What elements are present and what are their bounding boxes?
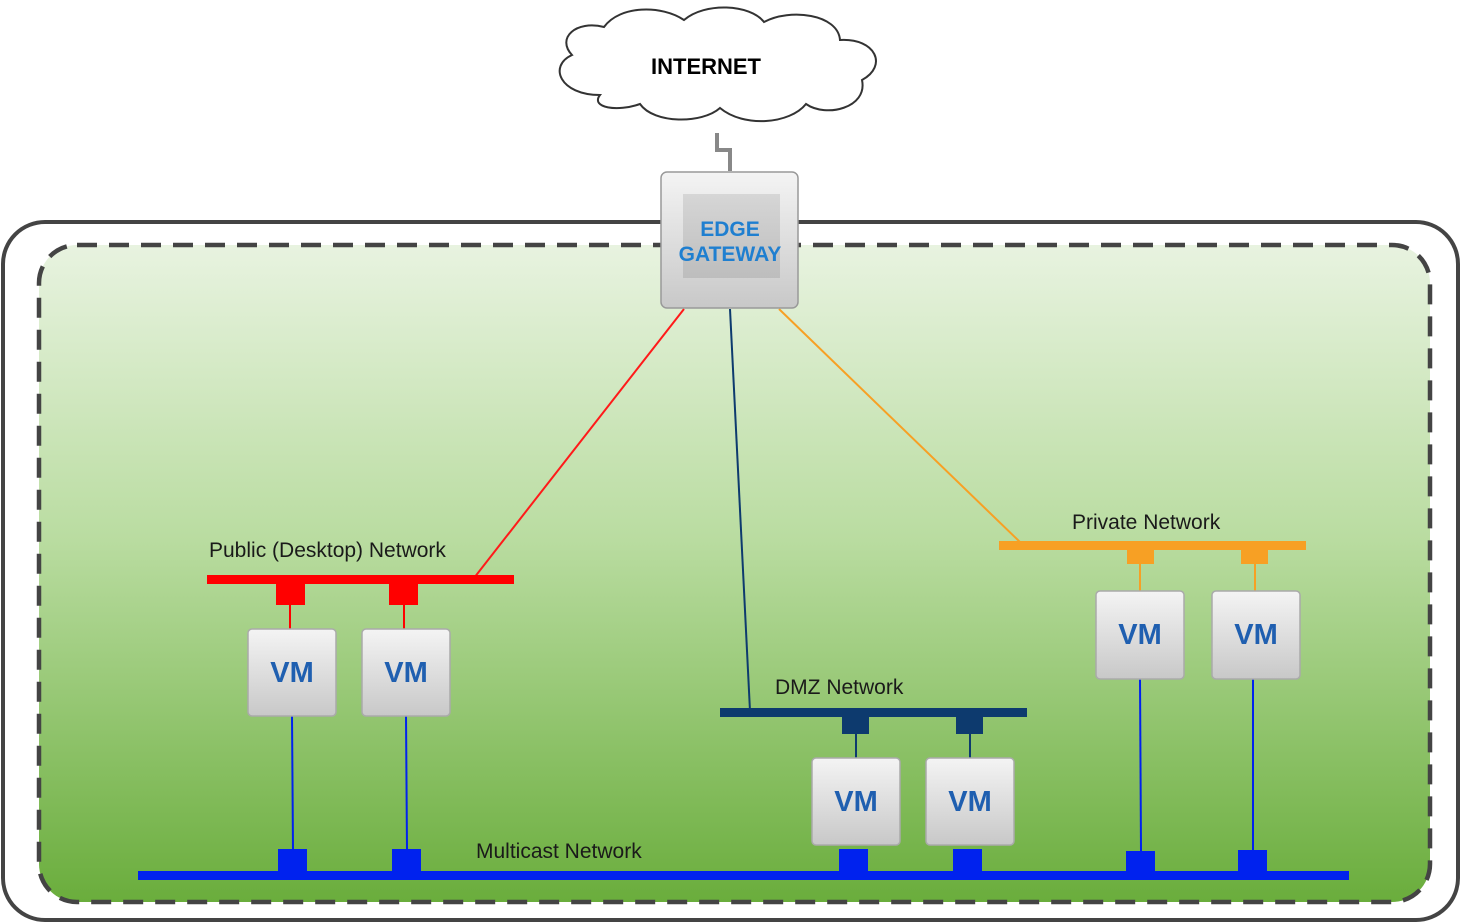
public-port xyxy=(276,584,305,605)
multicast-port xyxy=(1238,850,1267,871)
private-network: Private Network xyxy=(999,511,1306,591)
gateway-label-line1: EDGE xyxy=(700,218,760,241)
dmz-uplink xyxy=(729,308,751,712)
private-network-label: Private Network xyxy=(1072,511,1221,534)
internet-link xyxy=(715,133,732,171)
dmz-network-label: DMZ Network xyxy=(775,676,904,699)
vm-label: VM xyxy=(384,657,428,689)
multicast-port xyxy=(953,849,982,871)
vm-label: VM xyxy=(948,786,992,818)
public-network-label: Public (Desktop) Network xyxy=(209,539,446,562)
private-uplink xyxy=(778,308,1023,545)
multicast-port xyxy=(1126,851,1155,871)
public-port xyxy=(389,584,418,605)
vm-node: VM xyxy=(1095,590,1185,680)
multicast-port xyxy=(839,849,868,871)
virtual-datacenter-zone xyxy=(36,242,1433,905)
private-network-bus xyxy=(999,541,1306,550)
gateway-label-line2: GATEWAY xyxy=(679,243,782,266)
public-uplink xyxy=(473,308,685,579)
vm-node: VM xyxy=(247,628,337,717)
public-network-bus xyxy=(207,575,514,584)
multicast-network-label: Multicast Network xyxy=(476,840,642,863)
vm-label: VM xyxy=(834,786,878,818)
private-port xyxy=(1241,550,1268,564)
vm-label: VM xyxy=(1234,619,1278,651)
multicast-port xyxy=(392,849,421,871)
vm-node: VM xyxy=(1211,590,1301,680)
edge-gateway: EDGE GATEWAY xyxy=(660,171,799,309)
vm-label: VM xyxy=(270,657,314,689)
multicast-network-bus xyxy=(138,871,1349,880)
internet-cloud: INTERNET xyxy=(558,6,877,123)
multicast-links xyxy=(291,678,1254,852)
cloud-icon xyxy=(558,6,877,123)
dmz-port xyxy=(842,717,869,734)
dmz-network: DMZ Network xyxy=(720,676,1027,758)
public-network: Public (Desktop) Network xyxy=(207,539,514,629)
multicast-port xyxy=(278,849,307,871)
dmz-port xyxy=(956,717,983,734)
multicast-network: Multicast Network xyxy=(138,840,1349,880)
private-port xyxy=(1127,550,1154,564)
vm-node: VM xyxy=(361,628,451,717)
dmz-network-bus xyxy=(720,708,1027,717)
vm-label: VM xyxy=(1118,619,1162,651)
vm-node: VM xyxy=(811,757,901,846)
vm-node: VM xyxy=(925,757,1015,846)
internet-label: INTERNET xyxy=(651,54,762,79)
